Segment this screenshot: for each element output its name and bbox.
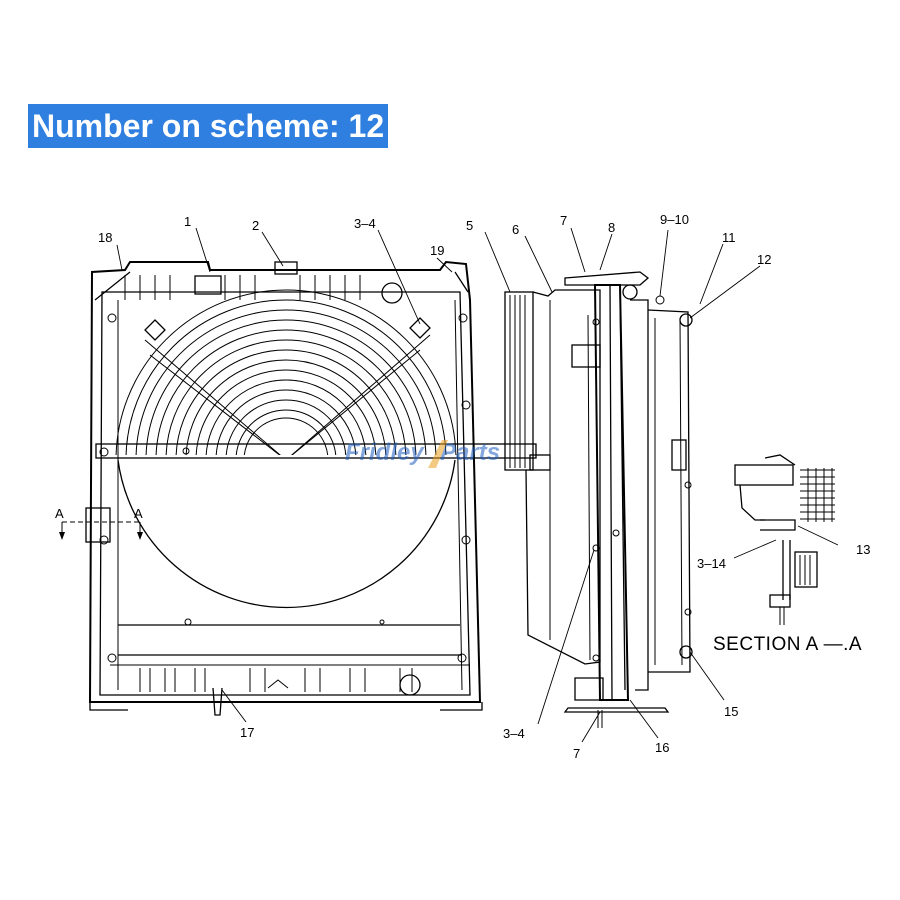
label-part-16: 16 xyxy=(655,740,669,755)
label-part-3-14: 3–14 xyxy=(697,556,726,571)
label-part-18: 18 xyxy=(98,230,112,245)
label-part-19: 19 xyxy=(430,243,444,258)
watermark-logo: Fridley Parts xyxy=(345,439,500,468)
label-part-7-bottom: 7 xyxy=(573,746,580,761)
section-a-a-caption: SECTION A —.A xyxy=(713,634,862,655)
label-part-17: 17 xyxy=(240,725,254,740)
cooler-side-view xyxy=(504,271,693,728)
label-part-3-4-bottom: 3–4 xyxy=(503,726,525,741)
section-a-a-detail xyxy=(734,454,835,625)
radiator-front-view xyxy=(59,260,537,716)
label-part-3-4-top: 3–4 xyxy=(354,216,376,231)
label-section-a-left: A xyxy=(55,506,64,521)
label-part-1: 1 xyxy=(184,214,191,229)
scheme-number-banner: Number on scheme: 12 xyxy=(28,104,389,148)
watermark-text-part2: Parts xyxy=(440,439,500,466)
label-part-7-top: 7 xyxy=(560,213,567,228)
label-part-11: 11 xyxy=(722,230,736,245)
label-part-5: 5 xyxy=(466,218,473,233)
label-part-2: 2 xyxy=(252,218,259,233)
label-part-6: 6 xyxy=(512,222,519,237)
label-part-15: 15 xyxy=(724,704,738,719)
label-part-8: 8 xyxy=(608,220,615,235)
label-section-a-right: A xyxy=(134,506,143,521)
watermark-text-part1: Fridley xyxy=(345,439,425,466)
label-part-9-10: 9–10 xyxy=(660,212,689,227)
label-part-12: 12 xyxy=(757,252,771,267)
label-part-13: 13 xyxy=(856,542,870,557)
leader-lines xyxy=(116,227,839,743)
